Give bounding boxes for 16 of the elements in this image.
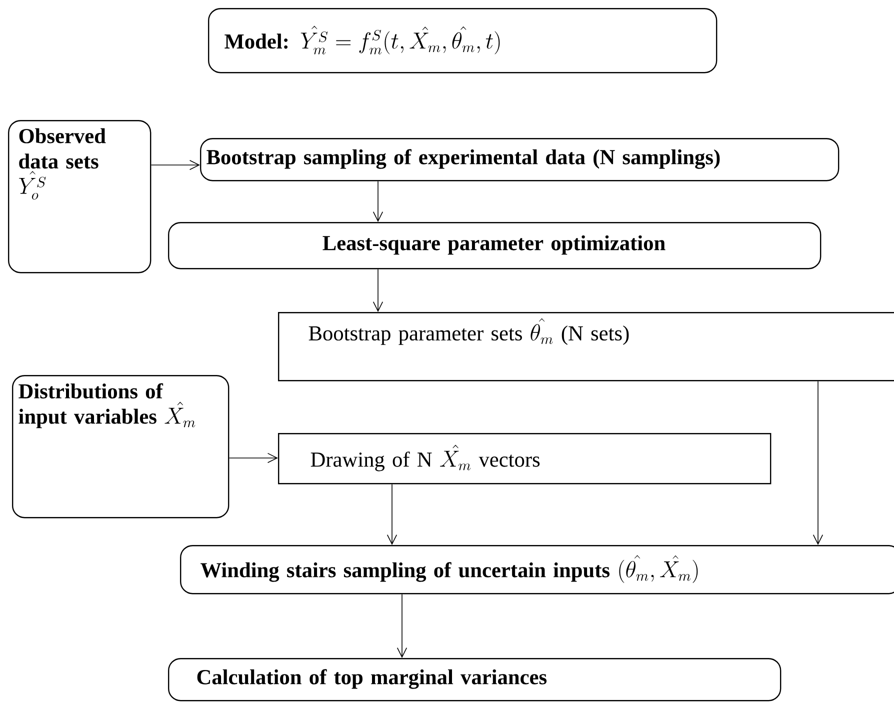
arrow [386, 484, 398, 545]
arrow [812, 380, 824, 545]
arrow [228, 452, 278, 464]
rounded-box: Observed data sets $\hat{Y_o^S}$ [8, 120, 152, 274]
rounded-box: Model: $\hat{Y_m^S} = f_m^S(t, \hat{X_m}, \hat{\theta_m}, t)$ [208, 8, 718, 74]
arrow [372, 180, 384, 222]
rounded-box: Distributions of input variables $\hat{X_m}$ [12, 375, 230, 518]
rounded-box: Winding stairs sampling of uncertain inputs $(\hat{\theta_m}, \hat{X_m})$ [180, 545, 894, 594]
process-box: Drawing of N $\hat{X_m}$ vectors [278, 432, 772, 484]
process-box: Bootstrap parameter sets $\hat{\theta_m}$ (N sets) [278, 312, 894, 382]
arrow [396, 594, 408, 658]
rounded-box: Calculation of top marginal variances [168, 658, 782, 702]
arrow [150, 160, 200, 170]
arrow [372, 268, 384, 312]
rounded-box: Least-square parameter optimization [168, 222, 822, 270]
rounded-box: Bootstrap sampling of experimental data (N samplings) [200, 138, 840, 182]
